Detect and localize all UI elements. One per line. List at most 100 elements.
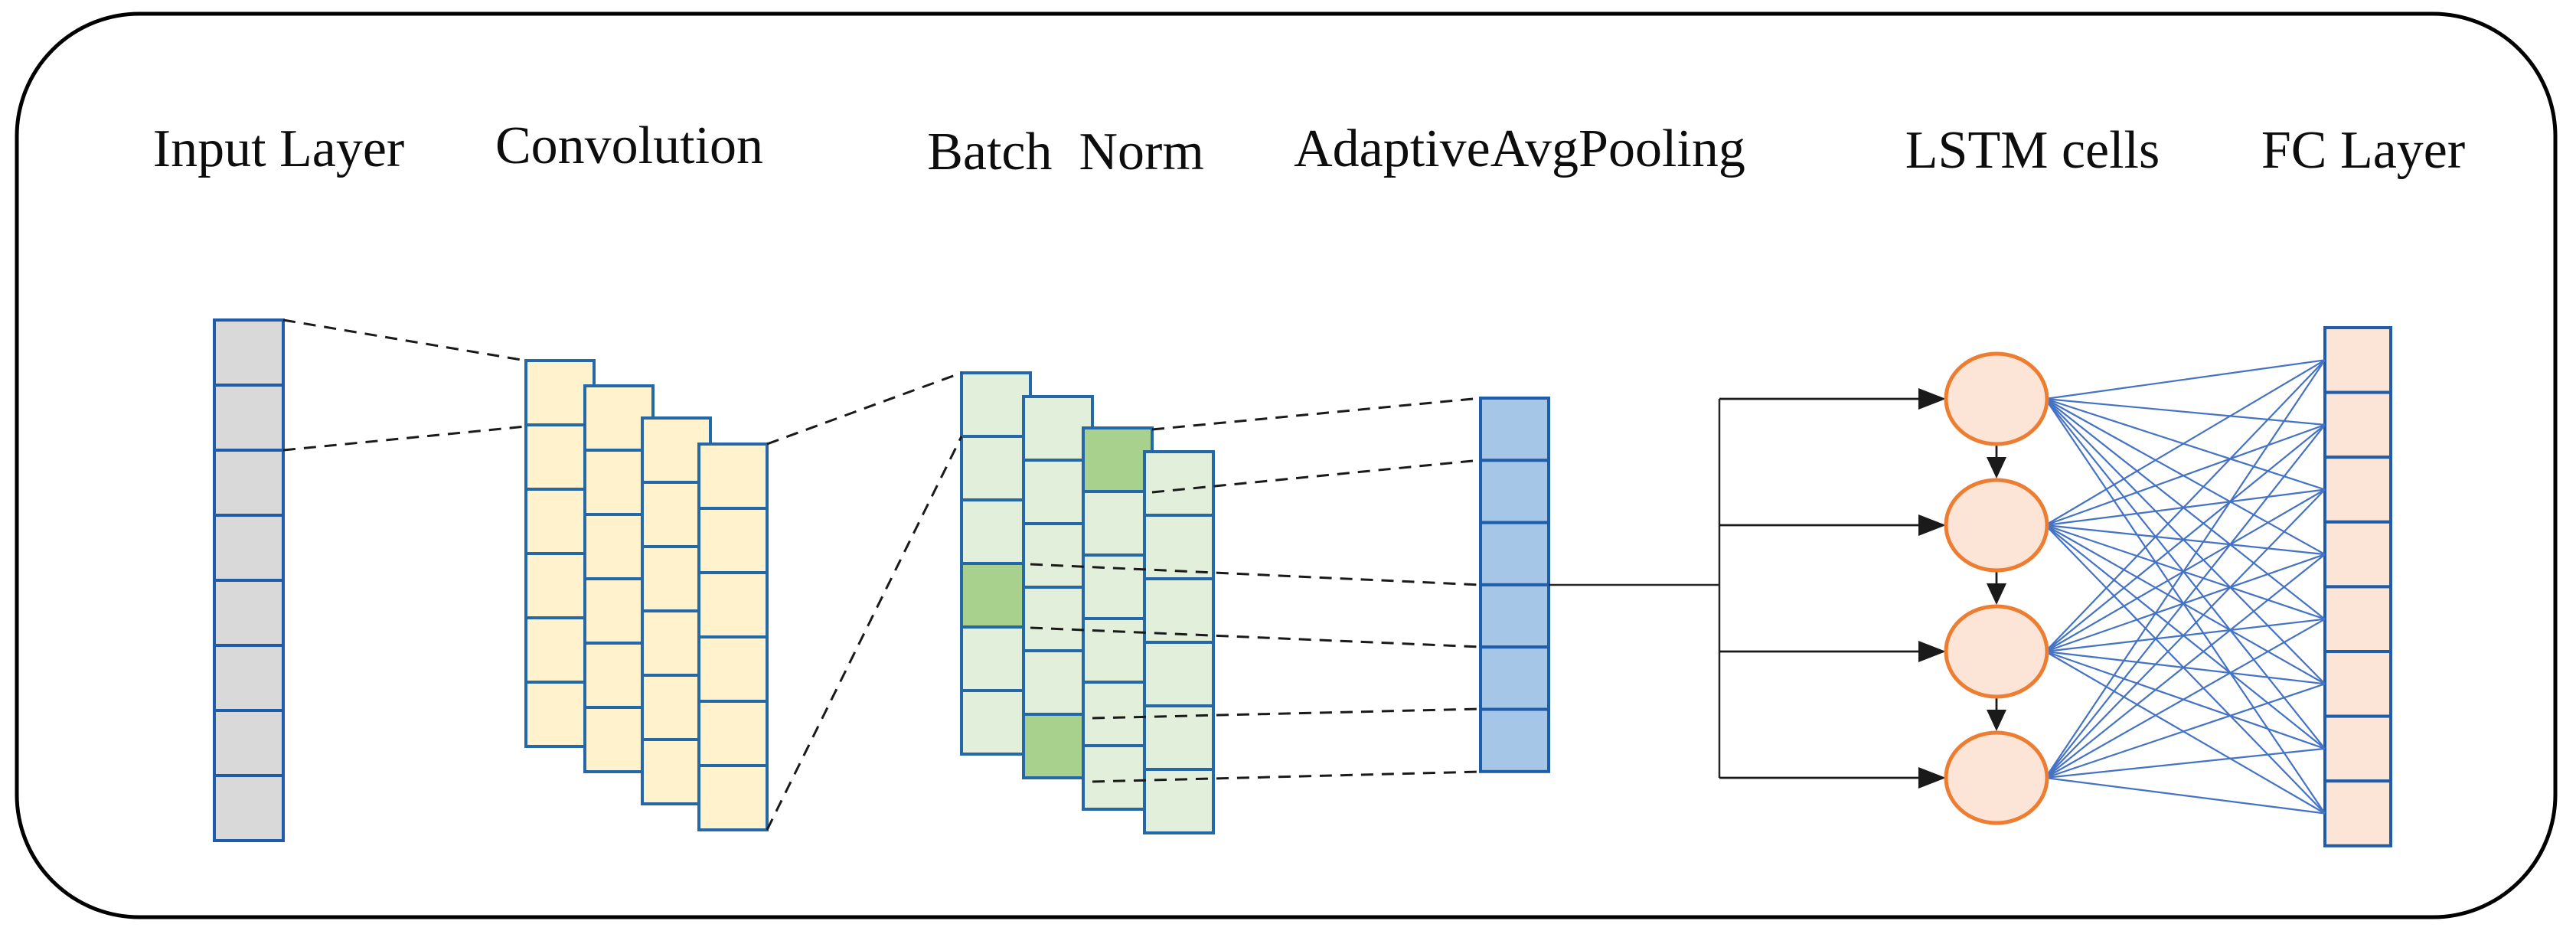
input-layer-cell	[213, 579, 285, 647]
lstm-to-fc-line	[2045, 524, 2326, 815]
batchnorm-column-3-cell	[1082, 490, 1154, 557]
input-layer-cell	[213, 449, 285, 517]
lstm-to-fc-line	[2045, 650, 2326, 685]
layer-label-convolution: Convolution	[495, 116, 764, 175]
layer-label-input: Input Layer	[152, 119, 405, 178]
fc-layer-cell	[2323, 520, 2392, 589]
input-layer-cell	[213, 318, 285, 387]
branch-arrowhead	[1918, 388, 1946, 410]
dashed-projection-line	[1092, 707, 1481, 720]
dashed-projection-line	[766, 371, 962, 446]
input-layer-cell	[213, 644, 285, 712]
fc-layer-cell	[2323, 390, 2392, 459]
fc-layer-cell	[2323, 714, 2392, 783]
lstm-to-fc-line	[2045, 747, 2326, 779]
lstm-to-fc-line	[2045, 488, 2326, 527]
pooling-layer-cell	[1479, 521, 1550, 586]
lstm-to-fc-line	[2045, 398, 2326, 620]
conv-column-4-cell	[697, 700, 769, 767]
lstm-to-fc-line	[2045, 776, 2326, 815]
lstm-to-fc-line	[2045, 398, 2326, 685]
lstm-sequence-arrowhead	[1987, 457, 2006, 478]
lstm-to-fc-line	[2045, 524, 2326, 685]
batchnorm-column-1-cell	[960, 371, 1032, 438]
lstm-to-fc-line	[2045, 650, 2326, 749]
lstm-to-fc-line	[2045, 359, 2326, 526]
lstm-sequence-arrowhead	[1987, 583, 2006, 605]
lstm-to-fc-line	[2045, 424, 2326, 652]
dashed-projection-line	[1030, 563, 1481, 586]
lstm-to-fc-line	[2045, 397, 2326, 426]
batchnorm-column-3-cell	[1082, 554, 1154, 620]
lstm-to-fc-line	[2045, 524, 2326, 620]
fc-layer-cell	[2323, 650, 2392, 718]
lstm-sequence-arrowhead	[1987, 710, 2006, 731]
batchnorm-column-1-cell	[960, 498, 1032, 565]
branch-arrowhead	[1918, 767, 1946, 789]
pooling-layer-cell	[1479, 583, 1550, 649]
lstm-to-fc-line	[2045, 398, 2326, 815]
batchnorm-column-4-cell	[1143, 577, 1215, 644]
conv-column-4-cell	[697, 635, 769, 703]
pooling-layer-cell	[1479, 707, 1550, 773]
lstm-cell	[1944, 730, 2049, 825]
input-layer-cell	[213, 709, 285, 777]
lstm-to-fc-line	[2045, 554, 2326, 653]
lstm-cell	[1944, 604, 2049, 699]
pooling-layer-cell	[1479, 459, 1550, 524]
batchnorm-column-4-cell	[1143, 641, 1215, 707]
input-layer-cell	[213, 774, 285, 842]
dashed-projection-line	[282, 318, 527, 362]
batchnorm-column-3-cell	[1082, 617, 1154, 684]
lstm-to-fc-line	[2045, 618, 2326, 653]
lstm-to-fc-line	[2045, 651, 2326, 815]
lstm-to-fc-line	[2045, 398, 2326, 556]
batchnorm-column-1-cell	[960, 625, 1032, 692]
input-layer-cell	[213, 514, 285, 582]
lstm-to-fc-line	[2045, 618, 2326, 779]
fc-layer-cell	[2323, 456, 2392, 524]
conv-column-4-cell	[697, 764, 769, 831]
lstm-to-fc-line	[2045, 359, 2326, 652]
conv-column-4-cell	[697, 507, 769, 574]
input-layer-cell	[213, 384, 285, 452]
batchnorm-column-1-dark-cell	[960, 562, 1032, 629]
batchnorm-column-3-cell	[1082, 744, 1154, 811]
dashed-projection-line	[1092, 770, 1481, 783]
batchnorm-column-2-cell	[1022, 395, 1094, 462]
lstm-to-fc-line	[2045, 359, 2326, 779]
layer-label-batchnorm: Batch Norm	[927, 122, 1204, 181]
branch-arrowhead	[1918, 641, 1946, 662]
batchnorm-column-4-cell	[1143, 450, 1215, 517]
branch-arrowhead	[1918, 514, 1946, 536]
pooling-layer-cell	[1479, 645, 1550, 711]
dashed-projection-line	[1030, 626, 1481, 648]
lstm-to-fc-line	[2045, 398, 2326, 749]
batchnorm-column-1-cell	[960, 435, 1032, 501]
lstm-to-fc-line	[2045, 554, 2326, 779]
batchnorm-column-3-cell	[1082, 681, 1154, 747]
dashed-projection-line	[766, 436, 963, 831]
conv-column-1-cell	[524, 552, 596, 619]
conv-column-1-cell	[524, 359, 596, 426]
lstm-to-fc-line	[2045, 424, 2326, 779]
layer-label-pooling: AdaptiveAvgPooling	[1294, 119, 1745, 178]
lstm-to-fc-line	[2045, 397, 2326, 491]
lstm-cell	[1944, 478, 2049, 573]
fc-layer-cell	[2323, 585, 2392, 654]
lstm-cell	[1944, 351, 2049, 446]
dashed-projection-line	[282, 425, 527, 452]
lstm-to-fc-line	[2045, 488, 2326, 779]
conv-column-4-cell	[697, 443, 769, 510]
layer-label-fc: FC Layer	[2261, 121, 2466, 180]
dashed-projection-line	[1151, 459, 1481, 494]
conv-column-4-cell	[697, 571, 769, 638]
batchnorm-column-3-dark-cell	[1082, 426, 1154, 493]
fc-layer-cell	[2323, 326, 2392, 394]
lstm-to-fc-line	[2045, 423, 2326, 527]
figure-frame	[15, 11, 2558, 919]
batchnorm-column-2-cell	[1022, 522, 1094, 589]
pooling-layer-cell	[1479, 397, 1550, 462]
